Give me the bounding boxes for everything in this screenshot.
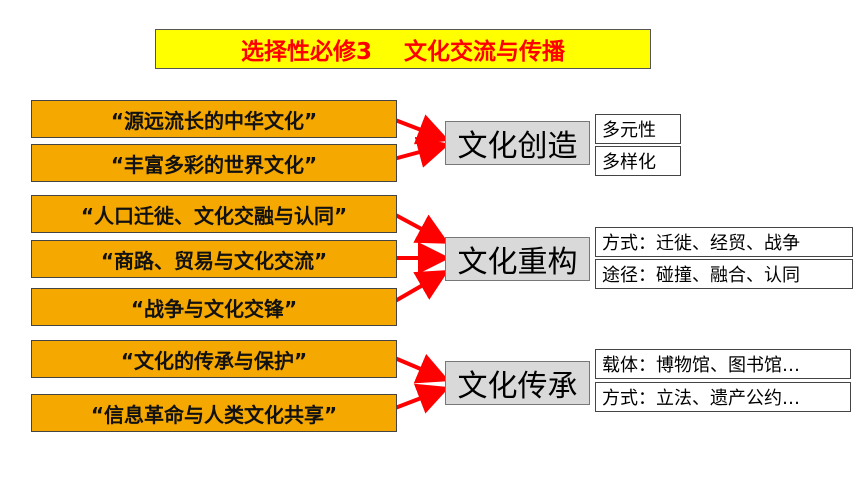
note-box: 途径：碰撞、融合、认同 <box>595 259 853 289</box>
note-box: 方式：迁徙、经贸、战争 <box>595 227 853 257</box>
topic-box: “丰富多彩的世界文化” <box>31 144 397 182</box>
topic-box: “人口迁徙、文化交融与认同” <box>31 195 397 233</box>
hub-box: 文化传承 <box>445 361 590 405</box>
arrow-7 <box>389 383 450 414</box>
topic-box: “信息革命与人类文化共享” <box>31 394 397 432</box>
note-box: 多样化 <box>595 146 681 176</box>
note-box: 方式：立法、遗产公约… <box>595 382 851 412</box>
topic-box: “战争与文化交锋” <box>31 288 397 326</box>
arrow-5 <box>389 270 449 306</box>
topic-box: “文化的传承与保护” <box>31 340 397 378</box>
hub-box: 文化重构 <box>445 237 590 281</box>
hub-box: 文化创造 <box>445 121 590 165</box>
arrow-6 <box>389 353 450 384</box>
arrow-1 <box>389 114 450 145</box>
page-title: 选择性必修3 文化交流与传播 <box>155 29 651 69</box>
topic-box: “商路、贸易与文化交流” <box>31 240 397 278</box>
note-box: 载体：博物馆、图书馆… <box>595 349 851 379</box>
topic-box: “源远流长的中华文化” <box>31 100 397 138</box>
arrow-2 <box>389 136 450 168</box>
note-box: 多元性 <box>595 114 681 144</box>
arrow-3 <box>389 210 450 244</box>
